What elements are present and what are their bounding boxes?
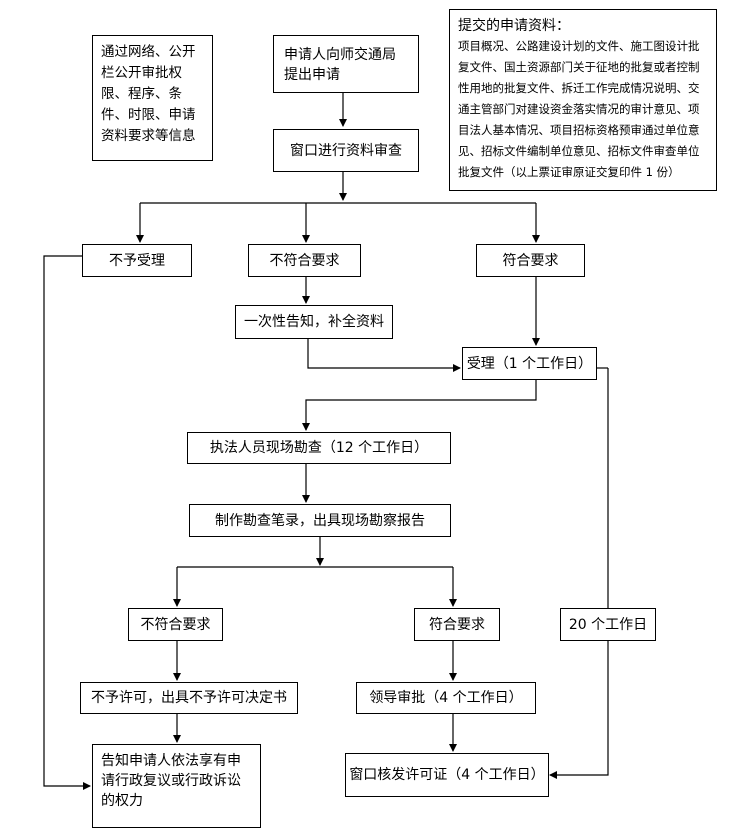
arrow-20days-to-issue <box>549 641 609 779</box>
not-meet-box-1: 不符合要求 <box>248 244 361 277</box>
arrow-notify-to-accept <box>307 338 461 372</box>
deny-box: 不予许可，出具不予许可决定书 <box>80 682 298 714</box>
leader-approval-box: 领导审批（4 个工作日） <box>356 682 536 714</box>
inform-rights-box: 告知申请人依法享有申请行政复议或行政诉讼的权力 <box>92 744 261 828</box>
materials-title: 提交的申请资料： <box>458 18 570 34</box>
materials-body: 项目概况、公路建设计划的文件、施工图设计批复文件、国土资源部门关于征地的批复或者… <box>458 39 700 179</box>
notify-box: 一次性告知，补全资料 <box>235 305 393 339</box>
issue-permit-box: 窗口核发许可证（4 个工作日） <box>345 753 549 797</box>
window-review-box: 窗口进行资料审查 <box>273 129 419 172</box>
meet-box-1: 符合要求 <box>476 244 585 277</box>
arrow-reject-to-inform <box>43 255 91 790</box>
site-inspection-box: 执法人员现场勘查（12 个工作日） <box>187 432 451 464</box>
public-info-box: 通过网络、公开栏公开审批权限、程序、条件、时限、申请资料要求等信息 <box>92 35 213 161</box>
materials-box: 提交的申请资料： 项目概况、公路建设计划的文件、施工图设计批复文件、国土资源部门… <box>449 9 717 191</box>
arrow-accept-to-inspection <box>302 380 537 431</box>
not-meet-box-2: 不符合要求 <box>128 608 223 641</box>
twenty-days-box: 20 个工作日 <box>560 608 656 641</box>
reject-box: 不予受理 <box>82 244 192 277</box>
apply-box: 申请人向师交通局提出申请 <box>273 35 419 93</box>
inspection-report-box: 制作勘查笔录，出具现场勘察报告 <box>189 504 451 537</box>
accept-box: 受理（1 个工作日） <box>462 347 597 380</box>
meet-box-2: 符合要求 <box>414 608 500 641</box>
